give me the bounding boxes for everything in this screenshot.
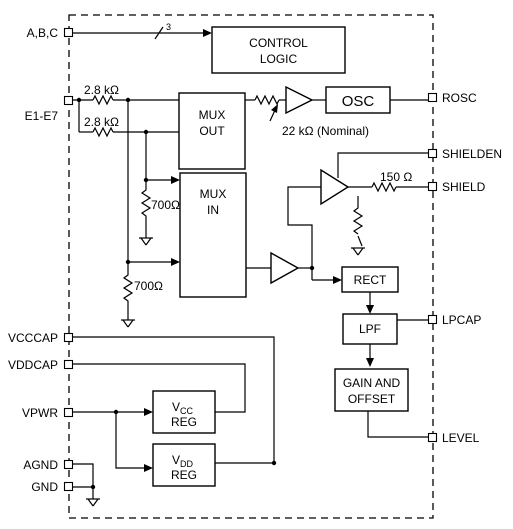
resistor-700-lower (122, 262, 134, 312)
mux-in-label-1: MUX (200, 187, 227, 201)
vcc-reg-label-main: V (172, 400, 180, 414)
pin-vddcap-label: VDDCAP (8, 358, 58, 372)
pin-e1e7-label: E1-E7 (25, 109, 59, 123)
control-logic-label-1: CONTROL (249, 36, 308, 50)
control-logic-block (211, 26, 346, 74)
vcc-reg-label-2: REG (171, 415, 197, 429)
control-logic-label-2: LOGIC (260, 52, 298, 66)
pin-abc: A,B,C (27, 26, 74, 40)
r-e1-bottom-label: 2.8 kΩ (84, 115, 119, 129)
pin-abc-label: A,B,C (27, 26, 59, 40)
ground-symbol-upper (139, 228, 153, 246)
pin-shield-label: SHIELD (442, 180, 486, 194)
pin-agnd: AGND (23, 458, 74, 472)
pin-rosc: ROSC (427, 91, 477, 105)
gain-offset-block (334, 368, 409, 412)
resistor-shield-pulldown (352, 196, 364, 235)
resistor-22k (254, 94, 280, 106)
pin-lpcap-label: LPCAP (442, 313, 481, 327)
bus-width-label: 3 (166, 22, 171, 32)
resistor-2k8-bottom (92, 126, 114, 138)
vcc-reg-label-sub: CC (180, 406, 193, 416)
pin-shielden: SHIELDEN (427, 147, 502, 161)
pin-level: LEVEL (427, 431, 480, 445)
vdd-reg-label-main: V (172, 453, 180, 467)
abc-bus-arrow (203, 29, 212, 37)
pin-vcccap-label: VCCCAP (8, 331, 58, 345)
mux-out-label-1: MUX (199, 108, 226, 122)
pin-vpwr: VPWR (22, 406, 74, 420)
r-150-label: 150 Ω (380, 170, 412, 184)
pin-level-label: LEVEL (442, 431, 480, 445)
osc-label: OSC (342, 93, 375, 110)
pin-vddcap: VDDCAP (8, 358, 74, 372)
lpf-block (342, 313, 398, 345)
mux-out-label-2: OUT (199, 124, 225, 138)
resistor-150 (371, 181, 397, 193)
r-700-upper-label: 700Ω (151, 198, 180, 212)
rect-label: RECT (354, 273, 387, 287)
pin-vcccap: VCCCAP (8, 331, 74, 345)
vdd-reg-label-sub: DD (180, 459, 193, 469)
mux-out-block (178, 92, 246, 170)
vdd-reg-label-2: REG (171, 468, 197, 482)
chip-boundary (68, 14, 434, 519)
pin-vpwr-label: VPWR (22, 406, 58, 420)
ground-symbol-lower (121, 312, 135, 328)
trim-arrow (271, 104, 278, 113)
osc-buffer (285, 85, 314, 115)
gain-offset-label-1: GAIN AND (343, 376, 401, 390)
mux-in-buffer (270, 251, 300, 285)
pin-lpcap: LPCAP (427, 313, 481, 327)
gain-offset-label-2: OFFSET (348, 392, 396, 406)
resistor-2k8-top (92, 94, 114, 106)
ground-symbol-gnd (86, 487, 100, 507)
r-700-lower-label: 700Ω (134, 279, 163, 293)
pin-shielden-label: SHIELDEN (442, 147, 502, 161)
r-osc-label: 22 kΩ (Nominal) (282, 124, 369, 138)
pin-shield: SHIELD (427, 180, 486, 194)
pin-agnd-label: AGND (23, 458, 58, 472)
mux-in-block (179, 172, 247, 298)
pin-gnd-label: GND (31, 480, 58, 494)
mux-in-label-2: IN (207, 203, 219, 217)
pin-e1e7: E1-E7 (25, 95, 74, 123)
ground-symbol-shield (351, 247, 365, 256)
resistor-700-upper (140, 180, 152, 228)
lpf-label: LPF (359, 322, 381, 336)
vdd-reg-block (152, 443, 216, 487)
shield-buffer (320, 168, 350, 206)
pin-gnd: GND (31, 480, 74, 494)
pin-rosc-label: ROSC (442, 91, 477, 105)
r-e1-top-label: 2.8 kΩ (84, 83, 119, 97)
bus-slash (154, 26, 164, 40)
